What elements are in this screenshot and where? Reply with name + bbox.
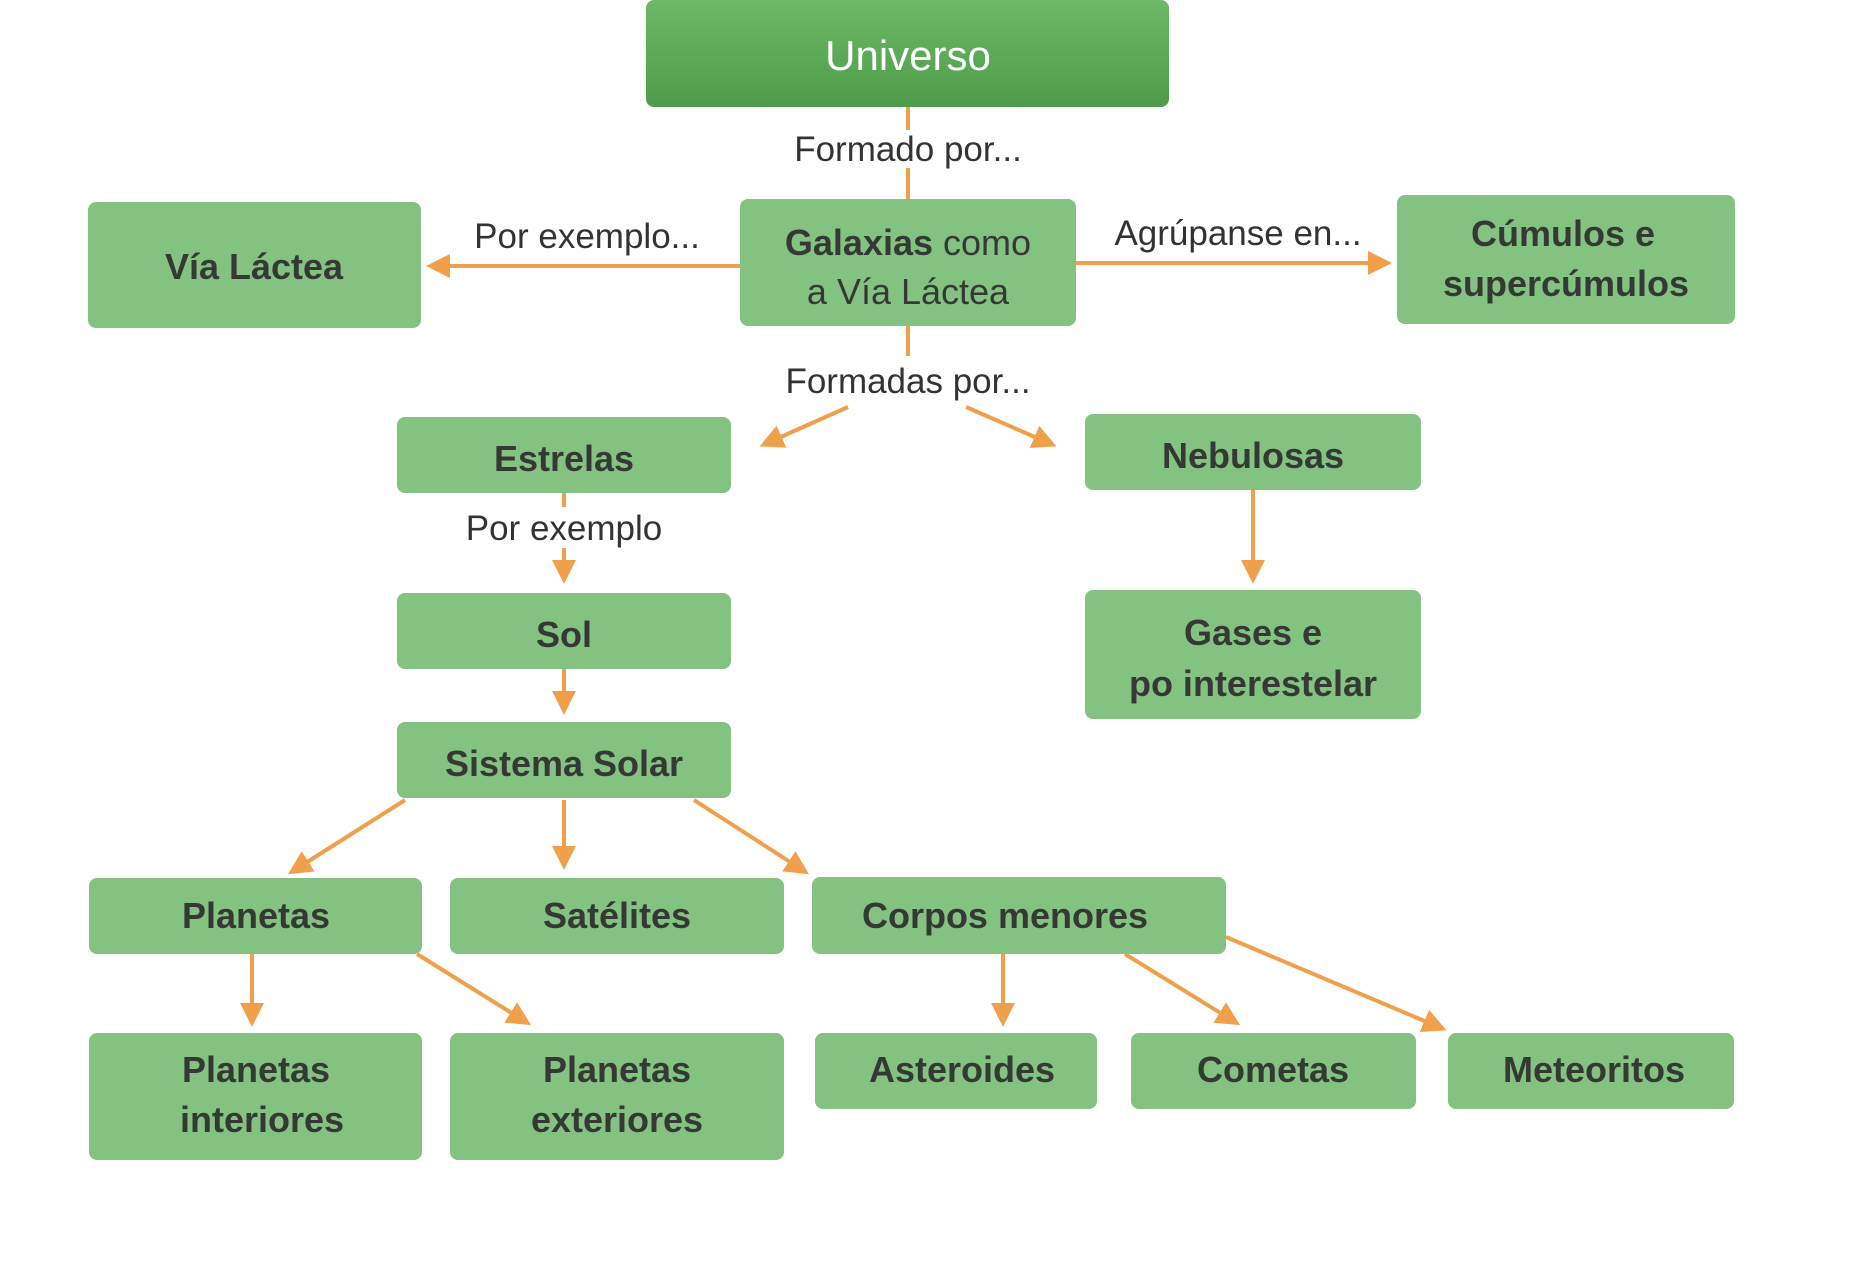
- node-meteoritos: Meteoritos: [1448, 1033, 1734, 1109]
- node-galaxias: Galaxias como a Vía Láctea: [740, 199, 1076, 326]
- node-label: interiores: [180, 1099, 344, 1140]
- node-corpos-menores: Corpos menores: [812, 877, 1226, 954]
- node-label: a Vía Láctea: [807, 271, 1010, 312]
- node-planetas: Planetas: [89, 878, 422, 954]
- arrow-corpos-meteoritos: [1225, 935, 1447, 1033]
- node-label: Planetas: [543, 1049, 691, 1090]
- node-planetas-interiores: Planetas interiores: [89, 1033, 422, 1160]
- node-cumulos: Cúmulos e supercúmulos: [1397, 195, 1735, 324]
- node-sistema-solar: Sistema Solar: [397, 722, 731, 798]
- node-label: Universo: [825, 32, 991, 79]
- node-label: Cometas: [1197, 1049, 1349, 1090]
- node-label: Vía Láctea: [165, 246, 344, 287]
- node-via-lactea: Vía Láctea: [88, 202, 421, 328]
- arrow-to-nebulosas: [965, 405, 1057, 448]
- node-label: Planetas: [182, 895, 330, 936]
- arrow-planetas-exteriores: [415, 952, 532, 1026]
- node-label: Satélites: [543, 895, 691, 936]
- connectors: [240, 107, 1447, 1033]
- node-cometas: Cometas: [1131, 1033, 1416, 1109]
- node-label: Gases e: [1184, 612, 1322, 653]
- node-asteroides: Asteroides: [815, 1033, 1097, 1109]
- node-satelites: Satélites: [450, 878, 784, 954]
- arrow-sistema-planetas: [287, 798, 407, 875]
- node-label: Nebulosas: [1162, 435, 1344, 476]
- arrow-corpos-cometas: [1123, 952, 1241, 1026]
- node-label: Corpos menores: [862, 895, 1148, 936]
- node-label: Asteroides: [869, 1049, 1055, 1090]
- link-label-agrupanse: Agrúpanse en...: [1114, 214, 1361, 253]
- arrow-to-estrelas: [759, 405, 849, 448]
- node-estrelas: Estrelas: [397, 417, 731, 493]
- link-label-formadas-por: Formadas por...: [785, 362, 1030, 401]
- node-label: exteriores: [531, 1099, 703, 1140]
- arrow-sistema-corpos: [692, 798, 810, 875]
- link-label-por-exemplo-2: Por exemplo: [466, 509, 662, 548]
- node-nebulosas: Nebulosas: [1085, 414, 1421, 490]
- node-label: Sol: [536, 614, 592, 655]
- link-label-por-exemplo: Por exemplo...: [474, 217, 700, 256]
- node-label: Planetas: [182, 1049, 330, 1090]
- node-label: Meteoritos: [1503, 1049, 1685, 1090]
- node-label: Estrelas: [494, 438, 634, 479]
- link-label-formado-por: Formado por...: [794, 130, 1022, 169]
- node-universo: Universo: [646, 0, 1169, 107]
- node-label: Galaxias como: [785, 222, 1031, 263]
- node-label: supercúmulos: [1443, 263, 1689, 304]
- node-gases: Gases e po interestelar: [1085, 590, 1421, 719]
- node-label: Sistema Solar: [445, 743, 683, 784]
- node-sol: Sol: [397, 593, 731, 669]
- node-planetas-exteriores: Planetas exteriores: [450, 1033, 784, 1160]
- node-label: po interestelar: [1129, 663, 1377, 704]
- node-label: Cúmulos e: [1471, 213, 1655, 254]
